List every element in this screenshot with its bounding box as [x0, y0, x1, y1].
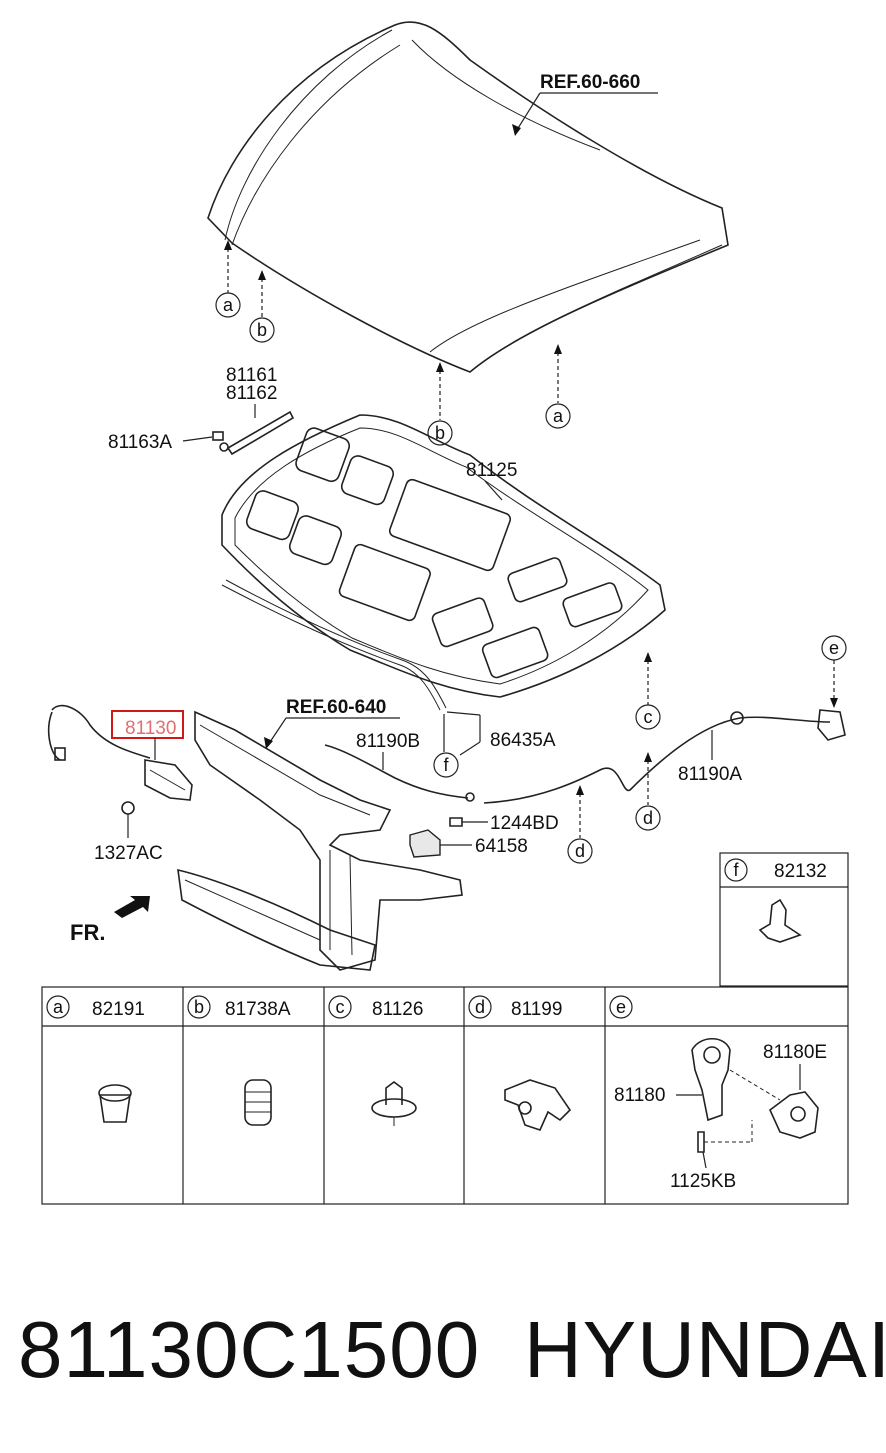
- radiator-support-panel: [177, 710, 463, 971]
- legend-f-clip-icon: [758, 898, 802, 943]
- hood-insulator: [221, 414, 666, 711]
- callout-b-2: b: [435, 423, 445, 443]
- callout-c: c: [644, 707, 653, 727]
- cable-81190b: [324, 744, 475, 802]
- footer-caption: 81130C1500 HYUNDAI: [0, 1295, 886, 1405]
- push-clip-icon: [371, 1081, 417, 1126]
- label-81125: 81125: [466, 460, 517, 481]
- legend-c-part: 81126: [372, 999, 423, 1020]
- callout-a-1: a: [223, 295, 234, 315]
- callouts-d: d d: [567, 752, 661, 864]
- callout-d-2: d: [575, 841, 585, 861]
- hood-callouts: a b b a: [215, 240, 571, 446]
- label-81163a: 81163A: [108, 432, 172, 453]
- callout-d-1: d: [643, 808, 653, 828]
- callout-e: e: [829, 638, 839, 658]
- highlight-box-81130: [111, 710, 184, 739]
- legend-d-letter: d: [475, 997, 485, 1017]
- legend-table: f 82132 a 82191 b 81738A c 81126 d 81199…: [41, 852, 849, 1205]
- hood-stay-rod: [212, 410, 295, 456]
- cable-clip-icon: [504, 1079, 572, 1131]
- label-64158: 64158: [475, 836, 528, 857]
- label-86435a: 86435A: [490, 730, 556, 751]
- callout-b-1: b: [257, 320, 267, 340]
- hood-ref-leader: [512, 92, 658, 136]
- legend-e-1125kb: 1125KB: [670, 1171, 736, 1192]
- bolt-and-bracket: [409, 817, 488, 858]
- footer-brand: HYUNDAI: [524, 1305, 886, 1394]
- label-81130: 81130: [125, 718, 176, 739]
- legend-e-81180e: 81180E: [763, 1042, 827, 1063]
- bumper-icon: [98, 1084, 132, 1123]
- label-81190b: 81190B: [356, 731, 420, 752]
- legend-b-part: 81738A: [225, 999, 291, 1020]
- callout-a-2: a: [553, 406, 564, 426]
- legend-c-letter: c: [336, 997, 345, 1017]
- legend-d-part: 81199: [511, 999, 562, 1020]
- front-indicator-label: FR.: [70, 920, 105, 945]
- footer-part-number: 81130C1500: [18, 1305, 481, 1394]
- hood-panel: [207, 21, 729, 373]
- ref-hood-label: REF.60-660: [540, 72, 640, 93]
- front-direction-arrow: [114, 896, 150, 918]
- ref-panel-label: REF.60-640: [286, 697, 386, 718]
- legend-f-part: 82132: [774, 861, 827, 882]
- clip-86435a-leaders: f: [433, 711, 481, 778]
- legend-a-letter: a: [53, 997, 64, 1017]
- legend-f-letter: f: [733, 860, 739, 880]
- legend-b-letter: b: [194, 997, 204, 1017]
- legend-a-part: 82191: [92, 999, 145, 1020]
- callouts-right: c e: [635, 635, 847, 730]
- callout-f: f: [443, 755, 449, 775]
- parts-diagram: REF.60-660 a b b a 81161 81162 81163A: [41, 21, 849, 1205]
- stopper-icon: [244, 1079, 272, 1126]
- label-81161: 81161: [226, 365, 277, 386]
- label-1327ac: 1327AC: [94, 843, 163, 864]
- label-81190a: 81190A: [678, 764, 742, 785]
- release-handle-icon: [691, 1037, 819, 1153]
- legend-e-81180: 81180: [614, 1085, 665, 1106]
- label-1244bd: 1244BD: [490, 813, 559, 834]
- release-cable-81190a: [483, 709, 846, 804]
- label-81162: 81162: [226, 383, 277, 404]
- legend-e-letter: e: [616, 997, 626, 1017]
